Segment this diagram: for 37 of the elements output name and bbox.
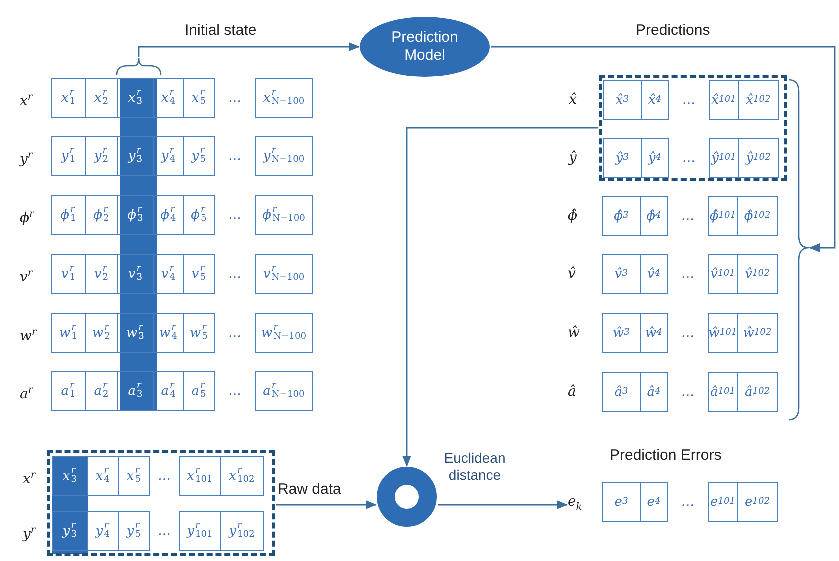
ellipsis: … xyxy=(680,208,696,226)
row-label: ϕ$^{r}$ xyxy=(20,208,34,229)
ellipsis: … xyxy=(157,522,172,540)
ellipsis: … xyxy=(680,384,696,402)
row-label: v̂ xyxy=(568,265,576,284)
ellipsis: … xyxy=(682,150,696,168)
arrow xyxy=(402,127,598,468)
row-label: y$^{r}$ xyxy=(20,149,33,170)
arrow xyxy=(138,42,360,57)
row-label: w$^{r}$ xyxy=(20,326,37,347)
row-label: ϕ̂ xyxy=(568,207,578,226)
arrow xyxy=(491,46,836,252)
ellipsis: … xyxy=(228,324,242,342)
row-label: y$^{r}$ xyxy=(23,524,36,545)
ellipsis: … xyxy=(680,266,696,284)
row-label: ŵ xyxy=(568,324,580,343)
row-label: â xyxy=(568,383,576,402)
ellipsis: … xyxy=(228,382,242,400)
row-label: x$^{r}$ xyxy=(20,91,33,112)
arrow xyxy=(276,500,378,510)
ellipsis: … xyxy=(228,148,242,166)
ellipsis: … xyxy=(680,494,696,512)
row-label: x$^{r}$ xyxy=(23,469,36,490)
row-label: v$^{r}$ xyxy=(20,267,33,288)
arrow xyxy=(438,500,568,510)
ellipsis: … xyxy=(157,468,172,486)
node-caption: Euclidean distance xyxy=(443,450,507,484)
row-label: e$_{k}$ xyxy=(568,493,582,515)
ellipsis: … xyxy=(228,90,242,108)
ellipsis: … xyxy=(228,266,242,284)
ellipsis: … xyxy=(228,206,242,224)
row-label: a$^{r}$ xyxy=(20,384,34,405)
ellipsis: … xyxy=(682,92,696,110)
node-label: Prediction Model xyxy=(390,29,460,65)
row-label: x̂ xyxy=(569,91,577,110)
ellipsis: … xyxy=(680,324,696,342)
row-label: ŷ xyxy=(569,149,577,168)
